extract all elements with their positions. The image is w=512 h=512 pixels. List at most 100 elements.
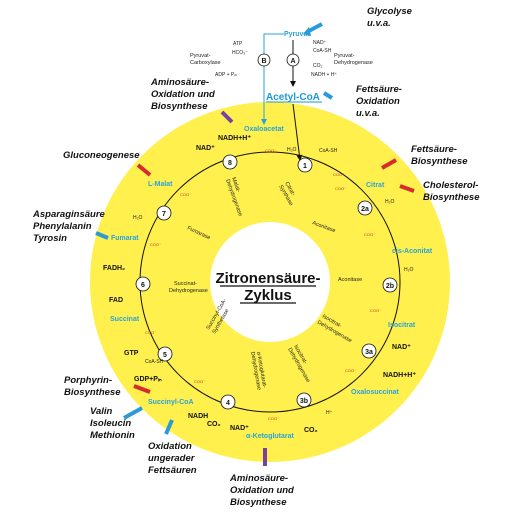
acetyl-coa-label: Acetyl-CoA xyxy=(266,92,320,103)
svg-text:COO⁻: COO⁻ xyxy=(180,192,191,197)
step-4-label: 4 xyxy=(226,400,230,407)
svg-text:COO⁻: COO⁻ xyxy=(335,186,346,191)
cofactor-h2o-2b: H₂O xyxy=(404,267,414,273)
step-4-circle xyxy=(220,394,236,410)
svg-text:COO⁻: COO⁻ xyxy=(370,308,381,313)
cofactor-nad-top: NAD⁺ xyxy=(196,145,215,152)
ext-aminosaeure-bottom-3: Biosynthese xyxy=(230,497,287,508)
cofactor-h2o-2a: H₂O xyxy=(385,199,395,205)
step-2b-label: 2b xyxy=(386,283,394,290)
step-3b-label: 3b xyxy=(300,398,308,405)
cofactor-fad: FAD xyxy=(109,297,123,304)
step-B-label: B xyxy=(261,58,266,65)
nad-label-top: NAD⁺ xyxy=(313,40,327,46)
step-2a-circle xyxy=(357,200,373,216)
cofactor-nadh-4: NADH xyxy=(188,413,208,420)
svg-text:COO⁻: COO⁻ xyxy=(268,416,279,421)
pyruvat-to-oxaloacetat-arrow xyxy=(261,33,284,125)
atp-label: ATP xyxy=(233,41,243,47)
cofactor-nadh-top: NADH+H⁺ xyxy=(218,135,251,142)
svg-text:COO⁻: COO⁻ xyxy=(145,330,156,335)
step-2a-label: 2a xyxy=(361,206,369,213)
cycle-ring-hole xyxy=(210,222,330,342)
enzyme-succinat-dh-2: Dehydrogenase xyxy=(169,288,208,294)
metabolite-ketoglutarat: α-Ketoglutarat xyxy=(246,433,295,440)
cofactor-nad-3a: NAD⁺ xyxy=(392,344,411,351)
hco3-label: HCO₃⁻ xyxy=(232,50,248,56)
external-pathways: Glycolyse u.v.a. Aminosäure- Oxidation u… xyxy=(32,6,480,508)
svg-text:COO⁻: COO⁻ xyxy=(345,368,356,373)
pyruvat-dh-line1: Pyruvat- xyxy=(334,53,355,59)
arrow-porphyrin xyxy=(133,384,151,394)
arrow-gluconeogenese xyxy=(136,163,152,177)
ext-cholesterol-2: Biosynthese xyxy=(423,192,480,203)
svg-text:COO⁻: COO⁻ xyxy=(364,232,375,237)
arrow-asparagin xyxy=(95,231,109,240)
step-8-circle xyxy=(222,154,238,170)
cofactor-coash-5: CoA-SH xyxy=(145,359,164,365)
ext-asparagin-2: Phenylalanin xyxy=(33,221,92,232)
ext-asparagin-3: Tyrosin xyxy=(33,233,67,244)
enzyme-aconitase-2: Aconitase xyxy=(338,277,362,283)
metabolite-succinat: Succinat xyxy=(110,316,140,323)
ext-fettsaeure-oxidation-1: Fettsäure- xyxy=(356,84,402,95)
ext-valin-1: Valin xyxy=(90,406,113,417)
ext-oxidation-ungerader-2: ungerader xyxy=(148,453,196,464)
step-2b-circle xyxy=(382,277,398,293)
cofactor-h2o-1: H₂O xyxy=(287,147,297,153)
arrow-cholesterol xyxy=(399,184,415,193)
cofactor-coash-1: CoA-SH xyxy=(319,148,338,154)
step-B-circle xyxy=(257,53,271,67)
cofactor-nadh-3a: NADH+H⁺ xyxy=(383,372,416,379)
metabolite-succinyl-coa: Succinyl-CoA xyxy=(148,399,194,406)
co2-label-top: CO₂ xyxy=(313,63,323,69)
cofactor-fadh2: FADH₂ xyxy=(103,265,125,272)
step-7-circle xyxy=(156,205,172,221)
ext-glycolyse-1: Glycolyse xyxy=(367,6,413,17)
ext-aminosaeure-top-2: Oxidation und xyxy=(151,89,215,100)
enzyme-malat-dh-1: Malat- xyxy=(230,177,241,194)
ext-fettsaeure-oxidation-3: u.v.a. xyxy=(356,108,380,119)
svg-text:COO⁻: COO⁻ xyxy=(150,242,161,247)
step-3b-circle xyxy=(296,392,312,408)
pyruvat-dh-line2: Dehydrogenase xyxy=(334,60,373,66)
ext-valin-3: Methionin xyxy=(90,430,135,441)
cofactor-nad-4: NAD⁺ xyxy=(230,425,249,432)
metabolite-fumarat: Fumarat xyxy=(111,235,139,242)
step-6-circle xyxy=(135,276,151,292)
svg-text:COO⁻: COO⁻ xyxy=(194,379,205,384)
cofactor-gdp: GDP+Pᵢₙ xyxy=(134,376,162,383)
ext-aminosaeure-top-1: Aminosäure- xyxy=(150,77,209,88)
step-3a-circle xyxy=(361,343,377,359)
svg-text:COO⁻: COO⁻ xyxy=(265,148,276,153)
cycle-title-line1: Zitronensäure- xyxy=(215,270,320,287)
cofactor-h2o-7: H₂O xyxy=(133,215,143,221)
arrow-valin xyxy=(123,406,143,420)
step-7-label: 7 xyxy=(162,211,166,218)
metabolite-oxalosuccinat: Oxalosuccinat xyxy=(351,389,400,396)
arrow-oxidation-ungerader xyxy=(164,419,174,435)
nadh-label-top: NADH + H⁺ xyxy=(311,72,337,78)
metabolite-cis-aconitat: cis-Aconitat xyxy=(392,248,433,255)
ext-oxidation-ungerader-3: Fettsäuren xyxy=(148,465,197,476)
cofactor-h-3b: H⁺ xyxy=(326,410,333,416)
metabolite-l-malat: L-Malat xyxy=(148,181,173,188)
step-8-label: 8 xyxy=(228,160,232,167)
arrow-fettsaeure-oxidation xyxy=(322,91,334,100)
ext-asparagin-1: Asparaginsäure xyxy=(32,209,106,220)
step-5-circle xyxy=(157,346,173,362)
step-A-circle xyxy=(286,53,300,67)
metabolite-isocitrat: Isocitrat xyxy=(388,322,416,329)
ext-fettsaeure-oxidation-2: Oxidation xyxy=(356,96,400,107)
ext-valin-2: Isoleucin xyxy=(90,418,131,429)
svg-text:COO⁻: COO⁻ xyxy=(333,172,344,177)
cofactor-gtp: GTP xyxy=(124,350,139,357)
acetyl-to-citrat-arrow xyxy=(292,103,303,161)
cofactor-labels: NADH+H⁺ NAD⁺ FADH₂ FAD GTP GDP+Pᵢₙ CoA-S… xyxy=(103,135,416,434)
adp-label: ADP + Pᵢₙ xyxy=(215,72,237,78)
step-circles: 1 2a 2b 3a 3b 4 5 6 7 8 xyxy=(135,154,398,410)
ext-fettsaeure-biosynthese-2: Biosynthese xyxy=(411,156,468,167)
external-arrows xyxy=(95,22,415,466)
